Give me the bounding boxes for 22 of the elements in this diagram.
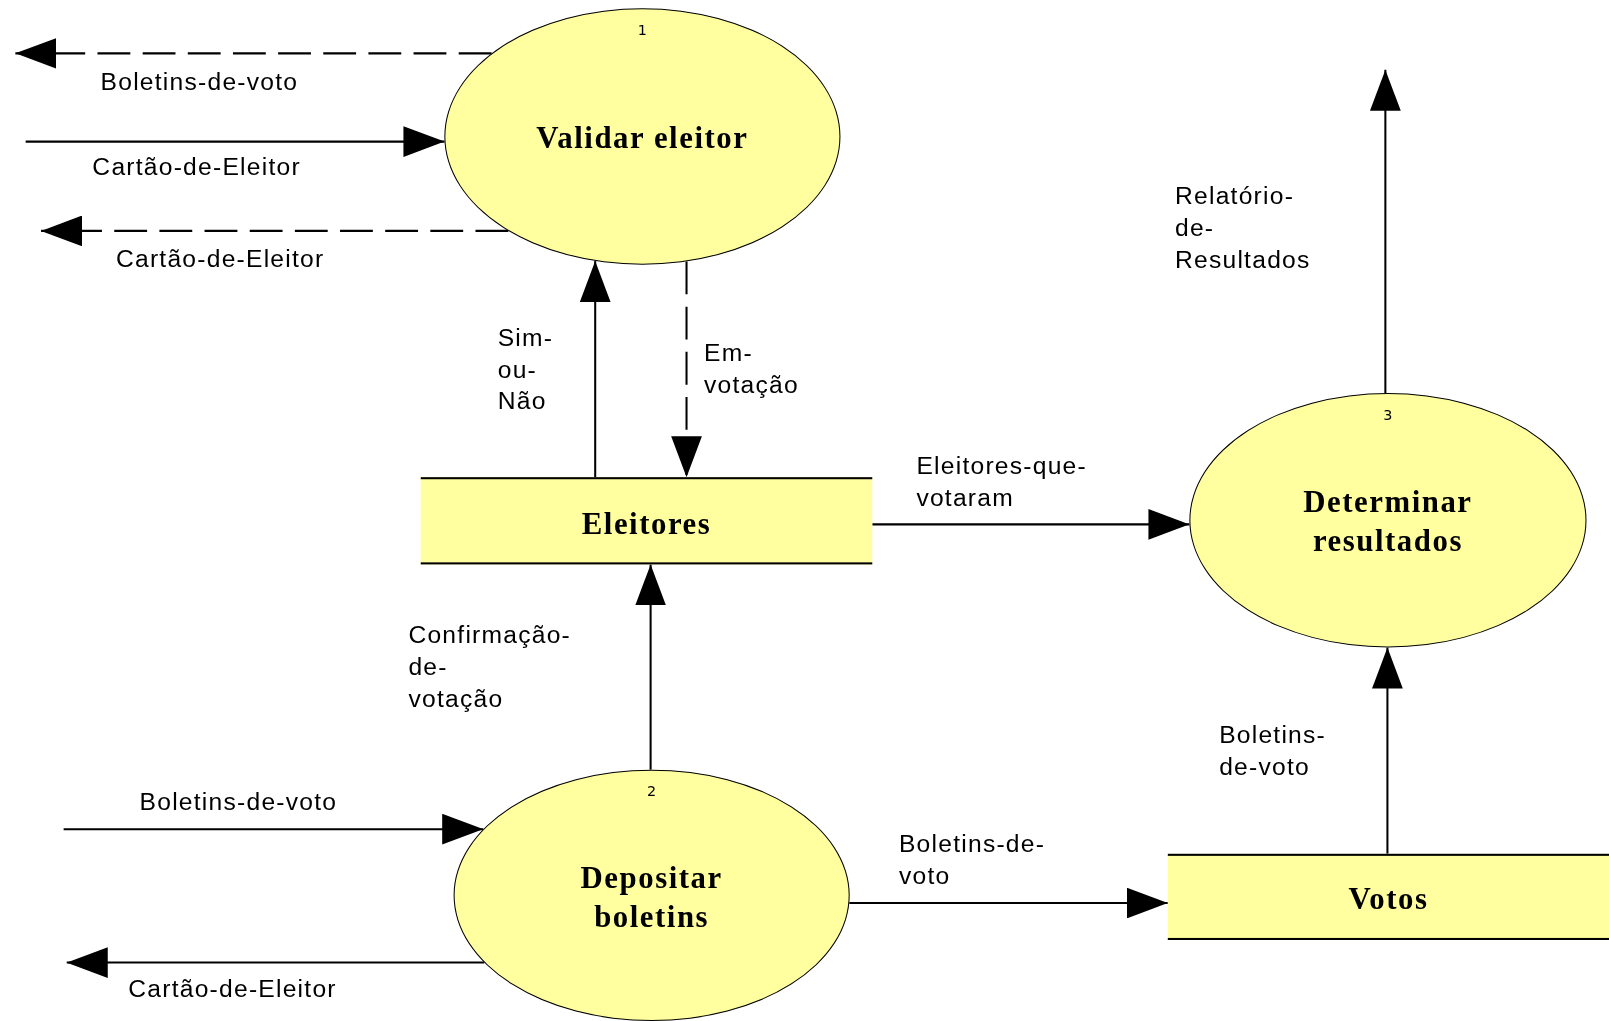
dashed-arrow	[671, 261, 702, 478]
arrow	[63, 813, 484, 845]
data-store	[1167, 853, 1609, 940]
store-name: Votos	[1348, 880, 1429, 918]
arrow	[25, 126, 445, 157]
arrow	[849, 887, 1168, 919]
dashed-arrow	[41, 215, 509, 247]
process-number: 1	[637, 21, 647, 38]
process-name: Determinar resultados	[1302, 483, 1474, 560]
arrow	[1372, 647, 1403, 854]
store-name: Eleitores	[581, 504, 712, 542]
process-name: Depositar boletins	[579, 858, 724, 935]
process-name: Validar eleitor	[536, 119, 749, 156]
dashed-arrow	[15, 37, 492, 69]
arrow	[635, 564, 666, 770]
process-number: 2	[647, 783, 657, 800]
arrow	[872, 509, 1190, 540]
process-number: 3	[1383, 406, 1393, 423]
arrow	[66, 947, 485, 978]
arrow	[579, 261, 611, 478]
data-store	[420, 477, 873, 565]
arrow	[1370, 69, 1401, 394]
